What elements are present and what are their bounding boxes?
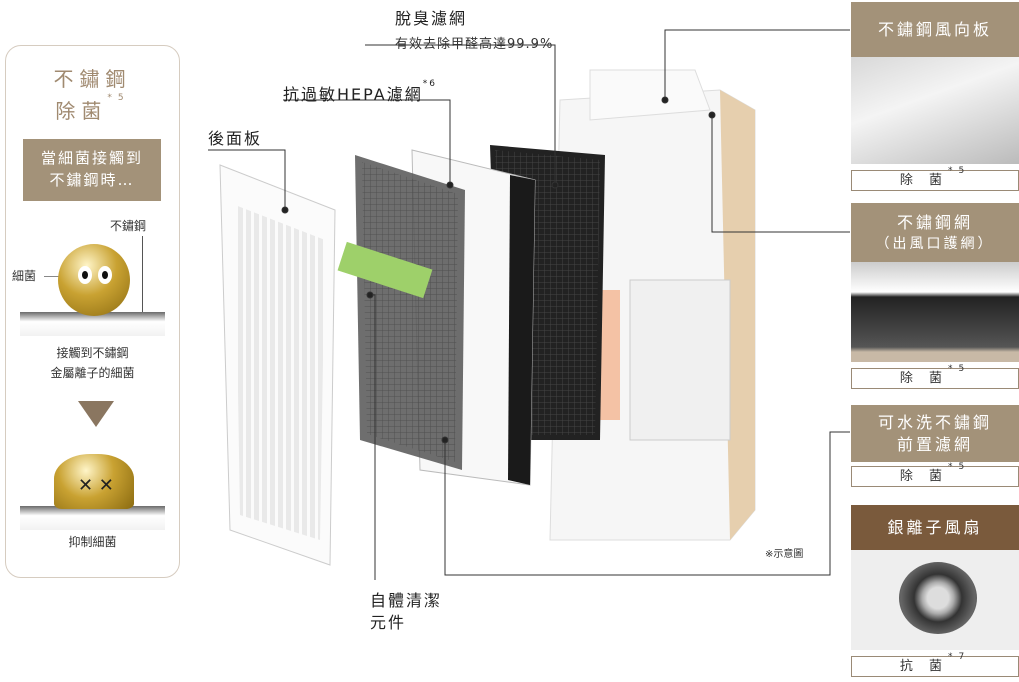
caption-inhibit: 抑制細菌 [68, 535, 117, 549]
illustration-note: ※示意圖 [765, 549, 804, 560]
panel-fan-badge: 抗 菌*7 [851, 653, 1019, 677]
stainless-steel-info-card: 不鏽鋼 除菌*5 當細菌接觸到 不鏽鋼時… 不鏽鋼 細菌 接觸到不鏽鋼金屬離子的… [5, 45, 180, 578]
self-clean-unit [337, 241, 433, 299]
label-self-clean: 自體清潔元件 [370, 591, 443, 632]
box-line1: 當細菌接觸到 [40, 149, 143, 167]
steel-leader-line [142, 236, 143, 326]
bacteria-illustration [58, 244, 130, 316]
leader-mesh [711, 115, 850, 233]
mesh-photo [851, 262, 1019, 362]
leader-prefilter [444, 431, 850, 576]
label-back-panel: 後面板 [208, 129, 263, 148]
panel-louver-title: 不鏽鋼風向板 [851, 2, 1019, 57]
card-title-line1: 不鏽鋼 [53, 67, 132, 91]
fan-photo [851, 550, 1019, 650]
card-highlight-box: 當細菌接觸到 不鏽鋼時… [23, 139, 161, 201]
panel-prefilter-title: 可水洗不鏽鋼前置濾網 [851, 405, 1019, 462]
louver-photo [851, 57, 1019, 164]
product-exploded-diagram [208, 29, 850, 580]
panel-mesh-badge: 除 菌*5 [851, 365, 1019, 389]
eye-icon [78, 266, 92, 284]
fan-icon [899, 562, 977, 634]
leader-louver [664, 29, 850, 100]
x-eyes-icon: ✕ ✕ [78, 475, 114, 496]
panel-fan-title: 銀離子風扇 [851, 505, 1019, 550]
leader-deodorizing [365, 44, 556, 185]
leader-back-panel [208, 149, 286, 210]
label-steel: 不鏽鋼 [110, 219, 147, 233]
bacteria-leader-line [44, 276, 64, 277]
caption-contact: 接觸到不鏽鋼金屬離子的細菌 [50, 346, 135, 380]
label-bacteria: 細菌 [12, 269, 37, 283]
label-deodorizing-desc: 有效去除甲醛高達99.9% [395, 37, 554, 52]
card-title-line2: 除菌*5 [55, 93, 130, 124]
prefilter [337, 155, 465, 470]
panel-louver-badge: 除 菌*5 [851, 167, 1019, 191]
steel-surface [20, 312, 165, 336]
back-panel [219, 164, 336, 566]
panel-mesh-title: 不鏽鋼網（出風口護網） [851, 203, 1019, 262]
eye-icon [98, 266, 112, 284]
label-deodorizing-filter: 脫臭濾網 [395, 9, 468, 28]
panel-prefilter-badge: 除 菌*5 [851, 463, 1019, 487]
inhibited-bacteria-illustration: ✕ ✕ [54, 454, 134, 509]
label-hepa-filter: 抗過敏HEPA濾網*6 [283, 79, 437, 105]
box-line2: 不鏽鋼時… [49, 171, 135, 189]
steel-surface [20, 506, 165, 530]
down-arrow-icon [78, 401, 114, 427]
leader-hepa [283, 99, 451, 185]
